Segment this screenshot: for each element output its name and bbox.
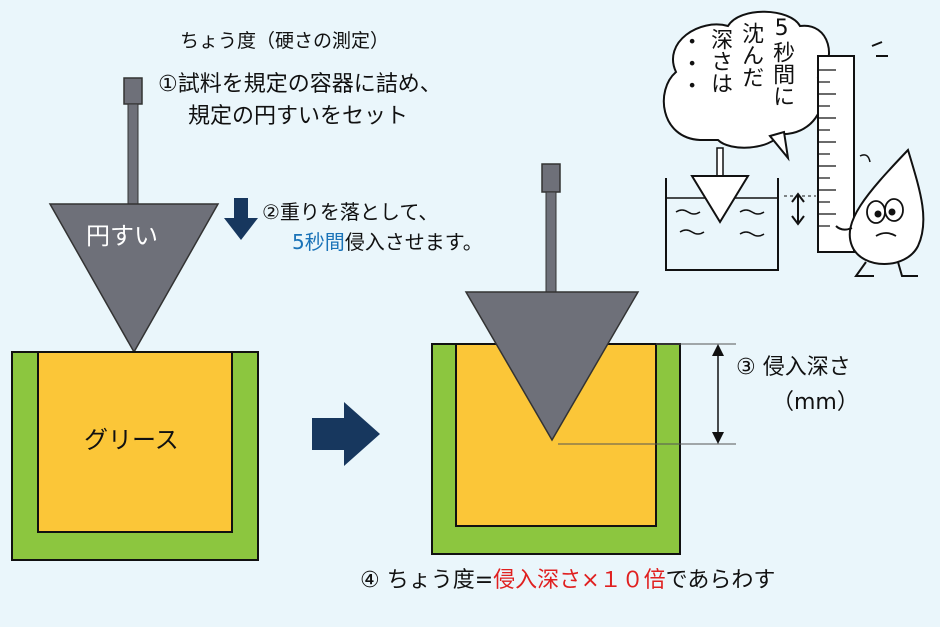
right-cone-assembly bbox=[464, 163, 640, 442]
step4-formula: ④ ちょう度=侵入深さ×１０倍であらわす bbox=[360, 568, 775, 594]
left-cone-assembly bbox=[48, 77, 220, 354]
left-grease bbox=[37, 351, 233, 533]
right-cone bbox=[464, 291, 640, 442]
right-arrow-icon bbox=[312, 402, 380, 466]
down-arrow-icon bbox=[224, 198, 258, 240]
left-cone-rod bbox=[127, 103, 139, 205]
left-cone-cap bbox=[123, 77, 143, 105]
cone-label: 円すい bbox=[86, 222, 158, 250]
step1-line2: 規定の円すいをセット bbox=[188, 104, 409, 129]
bubble-text-col4: ・・・ bbox=[677, 30, 703, 96]
oil-drop-mascot-icon bbox=[835, 148, 925, 277]
step4-suffix: であらわす bbox=[665, 568, 776, 593]
step4-prefix: ④ ちょう度= bbox=[360, 568, 494, 593]
step3-unit: （mm） bbox=[772, 390, 859, 415]
left-cone bbox=[48, 203, 220, 354]
step2-line2: 5秒間侵入させます。 bbox=[292, 230, 483, 254]
illustration-panel bbox=[662, 10, 925, 277]
step1-line1: ①試料を規定の容器に詰め、 bbox=[158, 72, 442, 97]
step4-highlight: 侵入深さ×１０倍 bbox=[493, 568, 666, 593]
depth-indicator bbox=[558, 343, 736, 445]
bubble-text-col3: 深さは bbox=[707, 28, 733, 94]
grease-label: グリース bbox=[84, 426, 179, 454]
right-cone-rod bbox=[545, 191, 557, 293]
right-cone-cap bbox=[541, 163, 561, 193]
bubble-text-col1: 5秒間に bbox=[769, 16, 795, 107]
left-container bbox=[11, 351, 259, 561]
step2-action: 侵入させます。 bbox=[344, 230, 483, 254]
diagram-title: ちょう度（硬さの測定） bbox=[180, 30, 390, 52]
beaker bbox=[665, 178, 779, 271]
step3-label: ③ 侵入深さ bbox=[736, 355, 851, 380]
step2-duration: 5秒間 bbox=[292, 230, 345, 254]
bubble-text-col2: 沈んだ bbox=[738, 22, 764, 88]
step2-line1: ②重りを落として、 bbox=[262, 200, 439, 224]
